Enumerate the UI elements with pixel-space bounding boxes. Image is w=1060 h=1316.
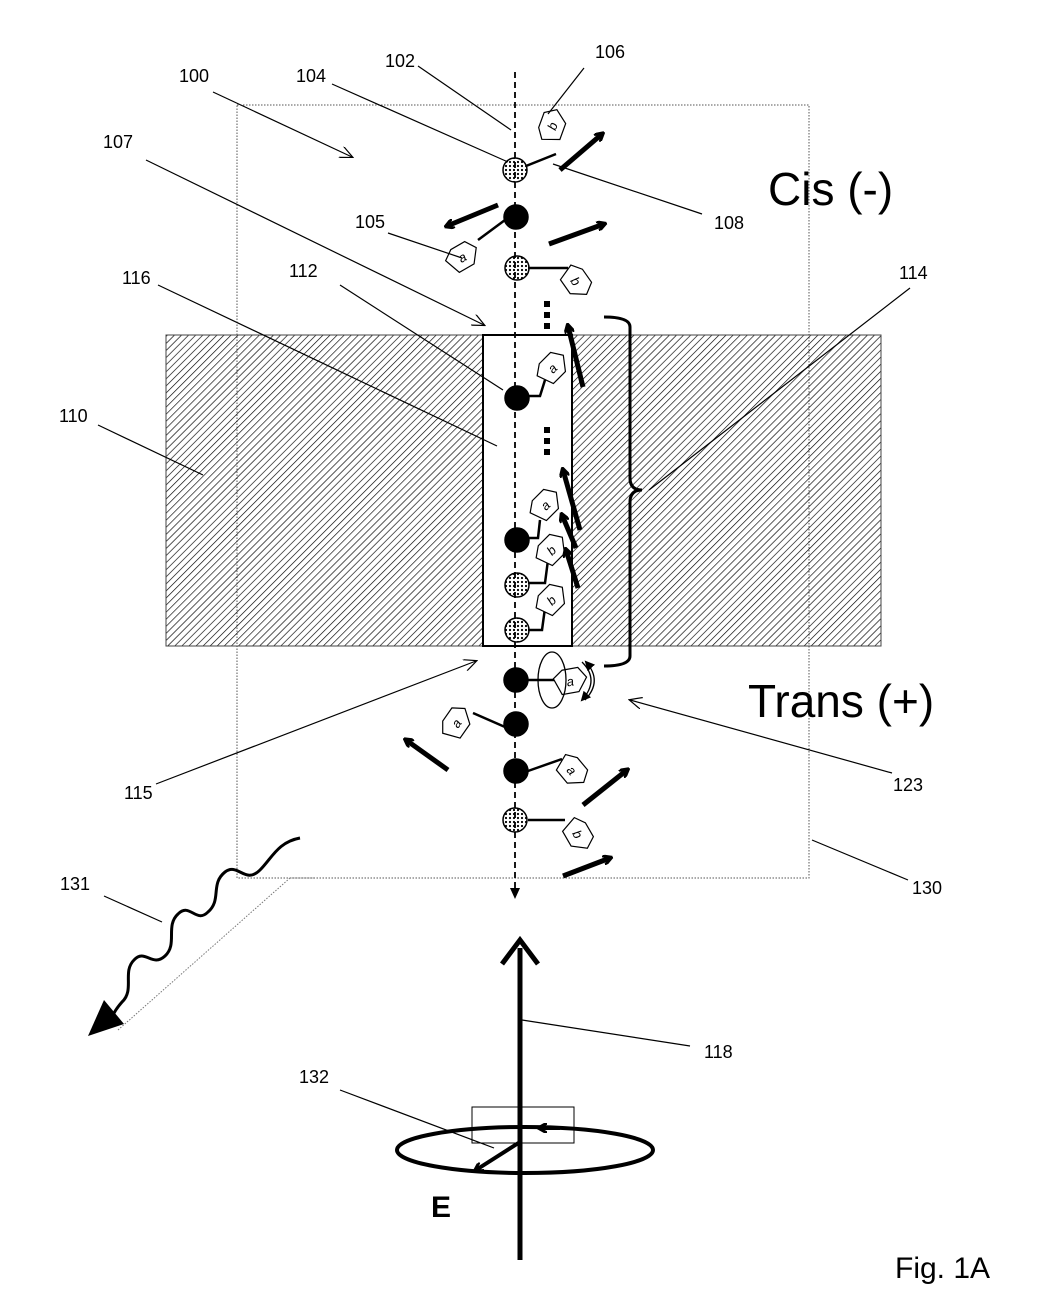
cis-label: Cis (-) bbox=[768, 163, 893, 215]
linker bbox=[528, 559, 550, 585]
ref-112: 112 bbox=[289, 261, 318, 281]
subunit-tag-b: b bbox=[535, 533, 566, 567]
solid-bead bbox=[504, 527, 530, 553]
ref-118: 118 bbox=[704, 1042, 733, 1062]
dotted-bead bbox=[502, 157, 528, 183]
ref-114: 114 bbox=[899, 263, 928, 283]
dotted-bead bbox=[502, 807, 528, 833]
motion-arrow bbox=[558, 134, 602, 172]
subunit-letter: a bbox=[565, 673, 575, 689]
motion-arrow bbox=[568, 326, 586, 388]
ref-131: 131 bbox=[60, 874, 90, 894]
dotted-bead bbox=[504, 617, 530, 643]
subunit-tag-a: a bbox=[444, 240, 477, 274]
motion-arrow bbox=[548, 224, 604, 247]
membrane-left bbox=[165, 334, 484, 647]
ref-123: 123 bbox=[893, 775, 923, 795]
linker bbox=[477, 218, 506, 242]
dotted-bead bbox=[504, 572, 530, 598]
linker bbox=[525, 152, 557, 168]
solid-bead bbox=[503, 204, 529, 230]
ref-115: 115 bbox=[124, 783, 153, 803]
ref-104: 104 bbox=[296, 66, 326, 86]
bracket bbox=[603, 315, 643, 668]
ref-105: 105 bbox=[355, 212, 385, 232]
linker bbox=[528, 519, 542, 540]
subunit-tag-a: a bbox=[536, 351, 567, 385]
linker bbox=[528, 379, 547, 398]
ref-106: 106 bbox=[595, 42, 625, 62]
ref-110: 110 bbox=[59, 406, 88, 426]
motion-arrow bbox=[566, 550, 581, 589]
linker bbox=[528, 607, 547, 632]
solid-bead bbox=[503, 711, 529, 737]
solid-bead bbox=[503, 758, 529, 784]
ref-116: 116 bbox=[122, 268, 151, 288]
motion-arrow bbox=[563, 470, 583, 531]
subunit-tag-a: a bbox=[552, 666, 588, 696]
trans-label: Trans (+) bbox=[748, 675, 934, 727]
subunit-tag-a: a bbox=[442, 707, 471, 739]
motion-arrow bbox=[581, 770, 627, 807]
linker bbox=[527, 757, 563, 773]
subunit-letter: b bbox=[544, 120, 561, 132]
membrane-right bbox=[571, 334, 882, 647]
motion-arrow bbox=[447, 202, 499, 226]
ellipsis-middle bbox=[544, 427, 550, 455]
solid-bead bbox=[504, 385, 530, 411]
field-vector-head bbox=[500, 935, 540, 966]
subunit-tag-b: b bbox=[538, 109, 567, 141]
dotted-bead bbox=[504, 255, 530, 281]
figure-label: Fig. 1A bbox=[895, 1252, 990, 1285]
ref-108: 108 bbox=[714, 213, 744, 233]
axis-arrowhead bbox=[510, 888, 520, 899]
subunit-tag-b: b bbox=[559, 264, 593, 295]
ref-107: 107 bbox=[103, 132, 133, 152]
ref-102: 102 bbox=[385, 51, 415, 71]
solid-bead bbox=[503, 667, 529, 693]
linker bbox=[472, 711, 506, 729]
ref-130: 130 bbox=[912, 878, 942, 898]
ref-100: 100 bbox=[179, 66, 209, 86]
ref-132: 132 bbox=[299, 1067, 329, 1087]
rotation-arrows bbox=[537, 651, 596, 709]
field-label: E bbox=[431, 1191, 451, 1224]
subunit-tag-b: b bbox=[535, 583, 566, 617]
emission-wave bbox=[88, 836, 315, 1036]
subunit-tag-b: b bbox=[561, 816, 595, 849]
polarization-ellipse bbox=[395, 1106, 655, 1175]
subunit-tag-a: a bbox=[529, 488, 560, 522]
motion-arrow bbox=[406, 740, 450, 773]
ellipsis-top bbox=[544, 301, 550, 329]
motion-arrow bbox=[562, 858, 610, 879]
motion-arrow bbox=[562, 515, 579, 549]
leader-lines bbox=[97, 65, 911, 1149]
subunit-tag-a: a bbox=[555, 753, 589, 784]
